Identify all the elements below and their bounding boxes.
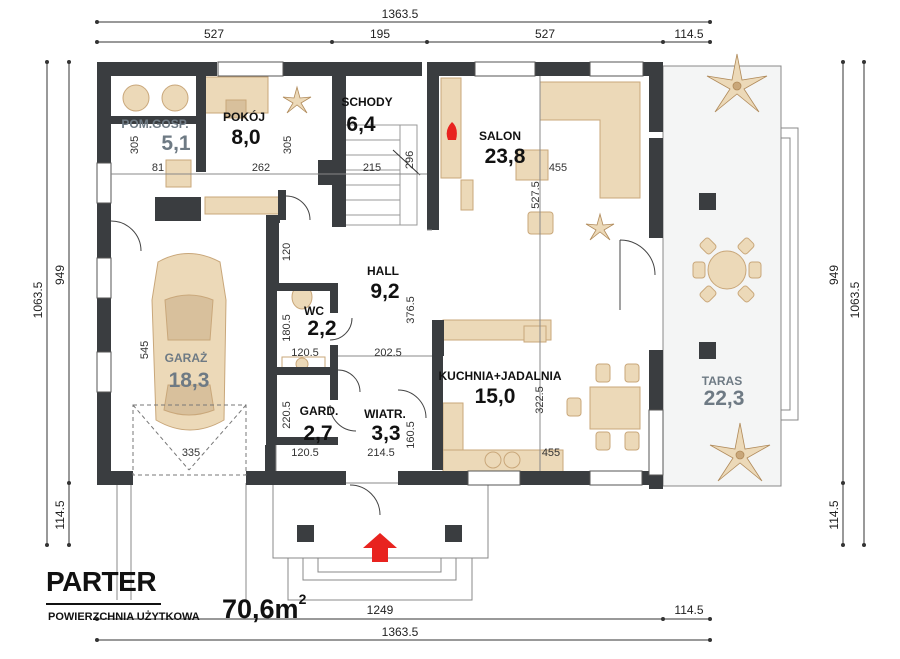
entrance-steps [272,482,489,601]
room-name-hall: HALL [367,264,399,278]
dimension-lines [46,21,865,641]
entrance-arrow-icon [363,533,397,562]
plant-icon [709,422,771,482]
dim-bottom-114: 114.5 [674,603,703,617]
stairs [345,125,421,225]
dim-right-total: 1063.5 [848,281,862,318]
inner-527: 527.5 [530,181,542,209]
room-name-taras: TARAS [702,374,742,388]
room-area-kuchnia: 15,0 [475,385,516,408]
inner-262: 262 [252,162,270,174]
inner-376: 376.5 [405,296,417,324]
dim-top-114: 114.5 [674,27,703,41]
terrace [662,53,799,487]
plant-icon [282,85,312,114]
inner-305a: 305 [129,136,141,154]
dim-left-total: 1063.5 [31,281,45,318]
room-name-schody: SCHODY [341,95,392,109]
room-name-kuchnia: KUCHNIA+JADALNIA [438,369,561,383]
inner-180: 180.5 [281,314,293,342]
fire-icon [446,122,457,140]
inner-322: 322.5 [534,386,546,414]
inner-120c: 120.5 [291,447,319,459]
room-area-salon: 23,8 [485,145,526,168]
inner-455a: 455 [549,162,567,174]
dim-top-527b: 527 [535,27,555,41]
room-area-pokoj: 8,0 [231,126,260,149]
inner-202: 202.5 [374,347,402,359]
inner-81: 81 [152,162,164,174]
dim-left-949: 949 [53,265,67,285]
inner-220: 220.5 [281,401,293,429]
plan-title: PARTER [46,566,157,597]
inner-545: 545 [139,341,151,359]
room-area-schody: 6,4 [346,113,376,136]
total-area-unit: 2 [298,591,307,607]
doors [110,195,656,516]
garage-door [132,404,247,476]
room-area-gard: 2,7 [303,422,332,445]
room-area-taras: 22,3 [704,387,745,410]
dim-right-949: 949 [827,265,841,285]
partition-lines [111,76,541,471]
dim-bottom-total: 1363.5 [382,625,419,639]
windows [96,61,664,486]
room-area-wc: 2,2 [307,317,336,340]
dim-bottom-1249: 1249 [367,603,394,617]
inner-455b: 455 [542,447,560,459]
dim-left-114: 114.5 [53,500,67,529]
inner-120b: 120.5 [291,347,319,359]
furniture [122,76,641,474]
dim-top-527a: 527 [204,27,224,41]
dimension-ticks [45,20,866,642]
inner-120: 120 [281,243,293,261]
total-area: 70,6m2 [222,591,307,625]
room-name-pom-gosp: POM.GOSP. [121,117,188,131]
inner-335: 335 [182,447,200,459]
title-underline [46,603,161,605]
room-area-wiatr: 3,3 [371,422,400,445]
room-name-wc: WC [304,304,324,318]
dim-top-total: 1363.5 [382,7,419,21]
room-name-pokoj: POKÓJ [223,109,265,124]
plant-icon [585,212,615,241]
room-area-hall: 9,2 [370,280,399,303]
plant-icon [706,53,768,113]
room-name-garaz: GARAŻ [165,350,208,365]
inner-296: 296 [404,151,416,169]
inner-305b: 305 [282,136,294,154]
plan-subtitle: POWIERZCHNIA UŻYTKOWA [48,611,200,623]
room-name-wiatr: WIATR. [364,407,406,421]
total-area-value: 70,6m [222,594,299,624]
dim-top-195: 195 [370,27,390,41]
room-name-salon: SALON [479,129,521,143]
inner-160: 160.5 [405,421,417,449]
inner-214: 214.5 [367,447,395,459]
room-area-pom-gosp: 5,1 [161,132,191,155]
room-area-garaz: 18,3 [169,369,210,392]
inner-215: 215 [363,162,381,174]
garage-driveway [116,483,247,600]
room-name-gard: GARD. [300,404,339,418]
dim-right-114: 114.5 [827,500,841,529]
